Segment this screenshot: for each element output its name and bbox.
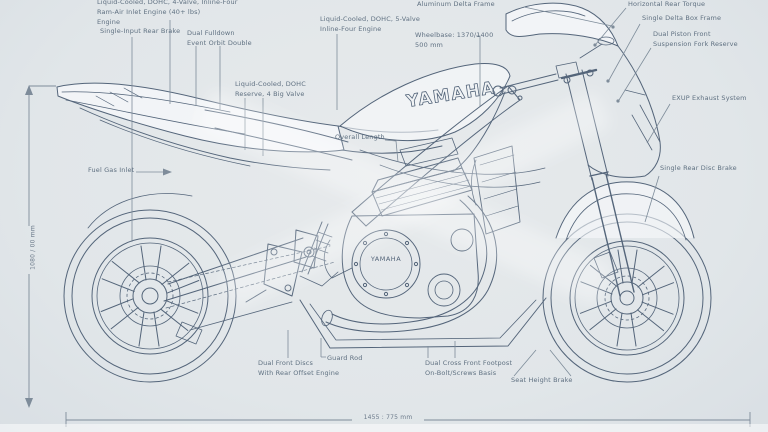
leader-lines xyxy=(131,6,671,377)
fuel-tank xyxy=(339,63,511,142)
crankcase xyxy=(341,213,479,319)
airbox xyxy=(399,137,459,167)
front-brake-disc xyxy=(596,267,658,329)
clutch-cover xyxy=(351,229,421,299)
frame xyxy=(204,85,523,303)
bodywork xyxy=(56,2,695,349)
front-fender xyxy=(555,181,695,239)
belly-pan xyxy=(299,297,547,349)
dimension-height-label: 1080 / 00 mm xyxy=(29,225,37,270)
rear-wheel xyxy=(63,209,293,383)
paper-edge xyxy=(0,424,768,432)
torque-rod xyxy=(189,301,293,331)
footpeg-bracket xyxy=(263,243,303,297)
master-cylinder xyxy=(555,61,580,79)
handlebar xyxy=(499,73,559,95)
front-cowl xyxy=(587,45,661,178)
exhaust xyxy=(321,195,498,333)
engine-logo-text: YAMAHA xyxy=(370,255,401,263)
sprocket-cover xyxy=(323,239,353,279)
exhaust-tip xyxy=(321,309,333,327)
rear-caliper xyxy=(175,321,203,345)
radiator xyxy=(473,145,521,235)
dimension-length-label: 1455 : 775 mm xyxy=(363,414,413,421)
tail-cowl xyxy=(56,82,345,153)
swingarm-chain xyxy=(87,193,336,309)
cylinder-block xyxy=(371,167,473,217)
engine xyxy=(323,137,521,319)
windscreen xyxy=(505,2,619,47)
front-caliper xyxy=(593,251,619,279)
rear-brake-disc xyxy=(119,265,181,327)
headlight-lines xyxy=(631,104,661,151)
rear-shock xyxy=(301,221,329,275)
